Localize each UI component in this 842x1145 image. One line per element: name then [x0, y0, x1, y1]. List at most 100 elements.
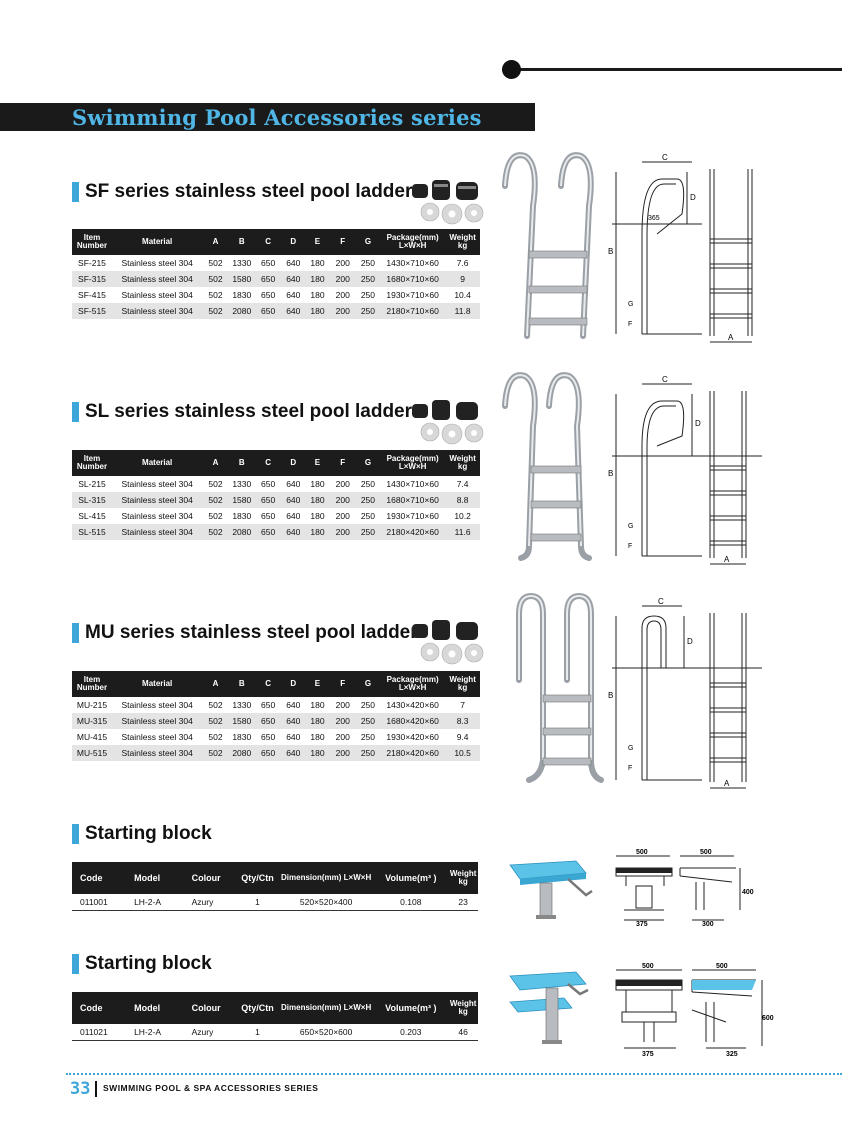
cell: 180	[305, 713, 330, 729]
dim-base-left: 375	[642, 1051, 654, 1058]
col-c: C	[254, 671, 282, 697]
cell: 1	[255, 1027, 260, 1037]
col-volume: Volume(m³ )	[373, 862, 449, 894]
cell: 200	[329, 713, 356, 729]
cell: Stainless steel 304	[111, 492, 203, 508]
cell: 200	[329, 745, 356, 761]
cell: 11.8	[445, 303, 480, 319]
col-dimension: Dimension(mm) L×W×H	[278, 992, 374, 1024]
ladder-drawing: C D B 365 A G F	[608, 154, 753, 343]
col-weight: Weight kg	[445, 229, 480, 255]
ladder-drawing: C D B A G F	[608, 376, 762, 565]
col-e: E	[305, 671, 330, 697]
cell: SL-315	[72, 492, 112, 508]
cell: MU-315	[72, 713, 112, 729]
col-b: B	[228, 229, 255, 255]
cell: 250	[360, 258, 376, 268]
col-item: Item Number	[72, 671, 112, 697]
cell: 0.203	[400, 1027, 422, 1037]
cell: 650×520×600	[299, 1027, 353, 1037]
cell: 502	[202, 271, 229, 287]
section-marker	[72, 182, 79, 202]
cell: SF-515	[72, 303, 112, 319]
col-model: Model	[126, 992, 184, 1024]
cell: 200	[329, 303, 356, 319]
cell: 180	[305, 271, 330, 287]
col-qty: Qty/Ctn	[236, 992, 279, 1024]
cell: SF-315	[72, 271, 112, 287]
cell: Azury	[191, 897, 214, 907]
cell: Stainless steel 304	[121, 290, 193, 300]
cell: 250	[360, 732, 376, 742]
cell: 9.4	[456, 732, 469, 742]
cell: 640	[281, 492, 306, 508]
cell: 7.6	[456, 258, 469, 268]
cell: Stainless steel 304	[111, 303, 203, 319]
col-d: D	[281, 229, 306, 255]
cell: 10.2	[454, 511, 471, 521]
cell: 180	[310, 258, 325, 268]
col-item: Item Number	[72, 450, 112, 476]
cell: Stainless steel 304	[121, 700, 193, 710]
cell: 502	[208, 732, 223, 742]
top-rule	[502, 68, 842, 71]
cell: 1830	[232, 290, 252, 300]
cell: 200	[335, 732, 350, 742]
cell: SL-415	[78, 511, 106, 521]
page-banner: Swimming Pool Accessories series	[0, 103, 535, 131]
cell: 250	[355, 524, 381, 540]
cell: 1330	[232, 258, 252, 268]
cell: 9	[445, 271, 480, 287]
table-row: 011021 LH-2-A Azury 1 650×520×600 0.203 …	[72, 1024, 478, 1041]
cell: 2080	[228, 524, 255, 540]
cell: 650	[260, 511, 276, 521]
cell: 502	[202, 524, 229, 540]
cell: 0.108	[400, 897, 422, 907]
col-b: B	[228, 671, 255, 697]
cell: 180	[305, 303, 330, 319]
footer-rule	[66, 1073, 842, 1075]
ladder-photo	[502, 372, 592, 561]
cell: Stainless steel 304	[121, 258, 193, 268]
starting-block-drawing: 500 500 600 375 325	[615, 963, 774, 1058]
cell: 200	[335, 479, 350, 489]
cell: 250	[360, 511, 376, 521]
cell: 1830	[232, 732, 252, 742]
cell: 650	[254, 745, 282, 761]
cell: 250	[355, 745, 381, 761]
cell: 7	[460, 700, 465, 710]
dim-b: B	[608, 247, 613, 256]
cell: SL-515	[72, 524, 112, 540]
cell: 1430×420×60	[386, 700, 439, 710]
dim-top-right: 500	[700, 849, 712, 856]
col-package: Package(mm) L×W×H	[380, 229, 446, 255]
dim-height: 400	[742, 889, 754, 896]
dim-f: F	[628, 321, 632, 328]
footer-separator	[95, 1081, 97, 1097]
mu-section: MU series stainless steel pool ladder	[72, 621, 418, 645]
section-marker	[72, 824, 79, 844]
cell: 46	[458, 1027, 468, 1037]
cell: 1930×420×60	[386, 732, 439, 742]
col-g: G	[355, 229, 381, 255]
col-package: Package(mm) L×W×H	[380, 450, 446, 476]
cell: 180	[305, 492, 330, 508]
cell: 10.4	[454, 290, 471, 300]
cell: 8.3	[445, 713, 480, 729]
col-material: Material	[111, 450, 203, 476]
cell: 502	[202, 303, 229, 319]
cell: 650	[254, 524, 282, 540]
cell: LH-2-A	[134, 897, 162, 907]
seal-set-icon	[412, 180, 484, 225]
starting-block-drawing: 500 500 400 375 300	[615, 849, 754, 928]
col-d: D	[281, 671, 306, 697]
col-g: G	[355, 450, 381, 476]
dim-c: C	[662, 376, 668, 384]
cell: 180	[305, 745, 330, 761]
cell: SL-215	[78, 479, 106, 489]
